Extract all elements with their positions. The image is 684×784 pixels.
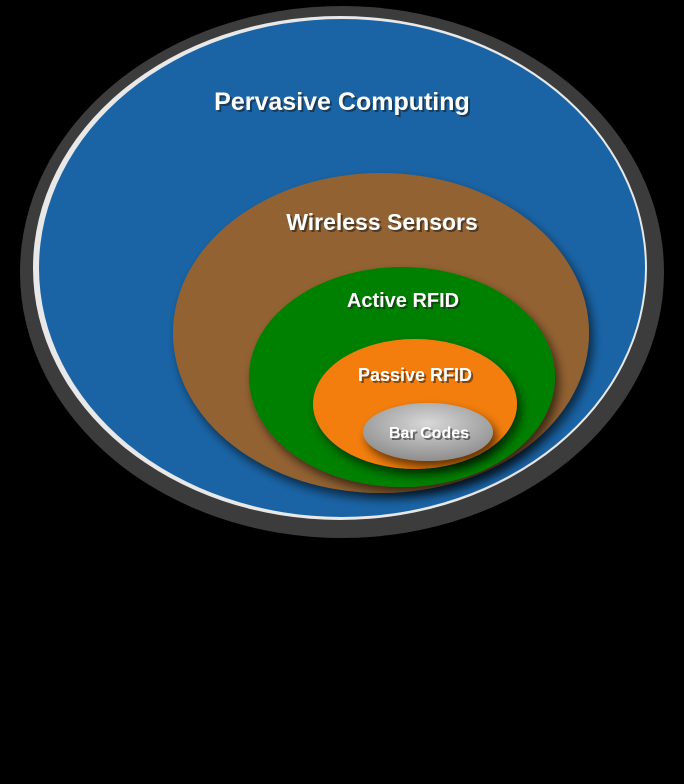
label-bar-codes: Bar Codes: [389, 425, 469, 442]
label-shadow-pervasive: Pervasive Computing: [216, 90, 472, 118]
label-pervasive-computing: Pervasive Computing: [214, 88, 470, 116]
label-shadow-active: Active RFID: [349, 292, 461, 314]
ellipse-bar-codes: [363, 403, 493, 461]
label-shadow-barcodes: Bar Codes: [391, 427, 471, 444]
label-wireless-sensors: Wireless Sensors: [286, 209, 478, 235]
label-passive-rfid: Passive RFID: [358, 365, 472, 385]
label-shadow-passive: Passive RFID: [360, 367, 474, 387]
label-shadow-wireless: Wireless Sensors: [288, 211, 480, 237]
label-active-rfid: Active RFID: [347, 290, 459, 312]
